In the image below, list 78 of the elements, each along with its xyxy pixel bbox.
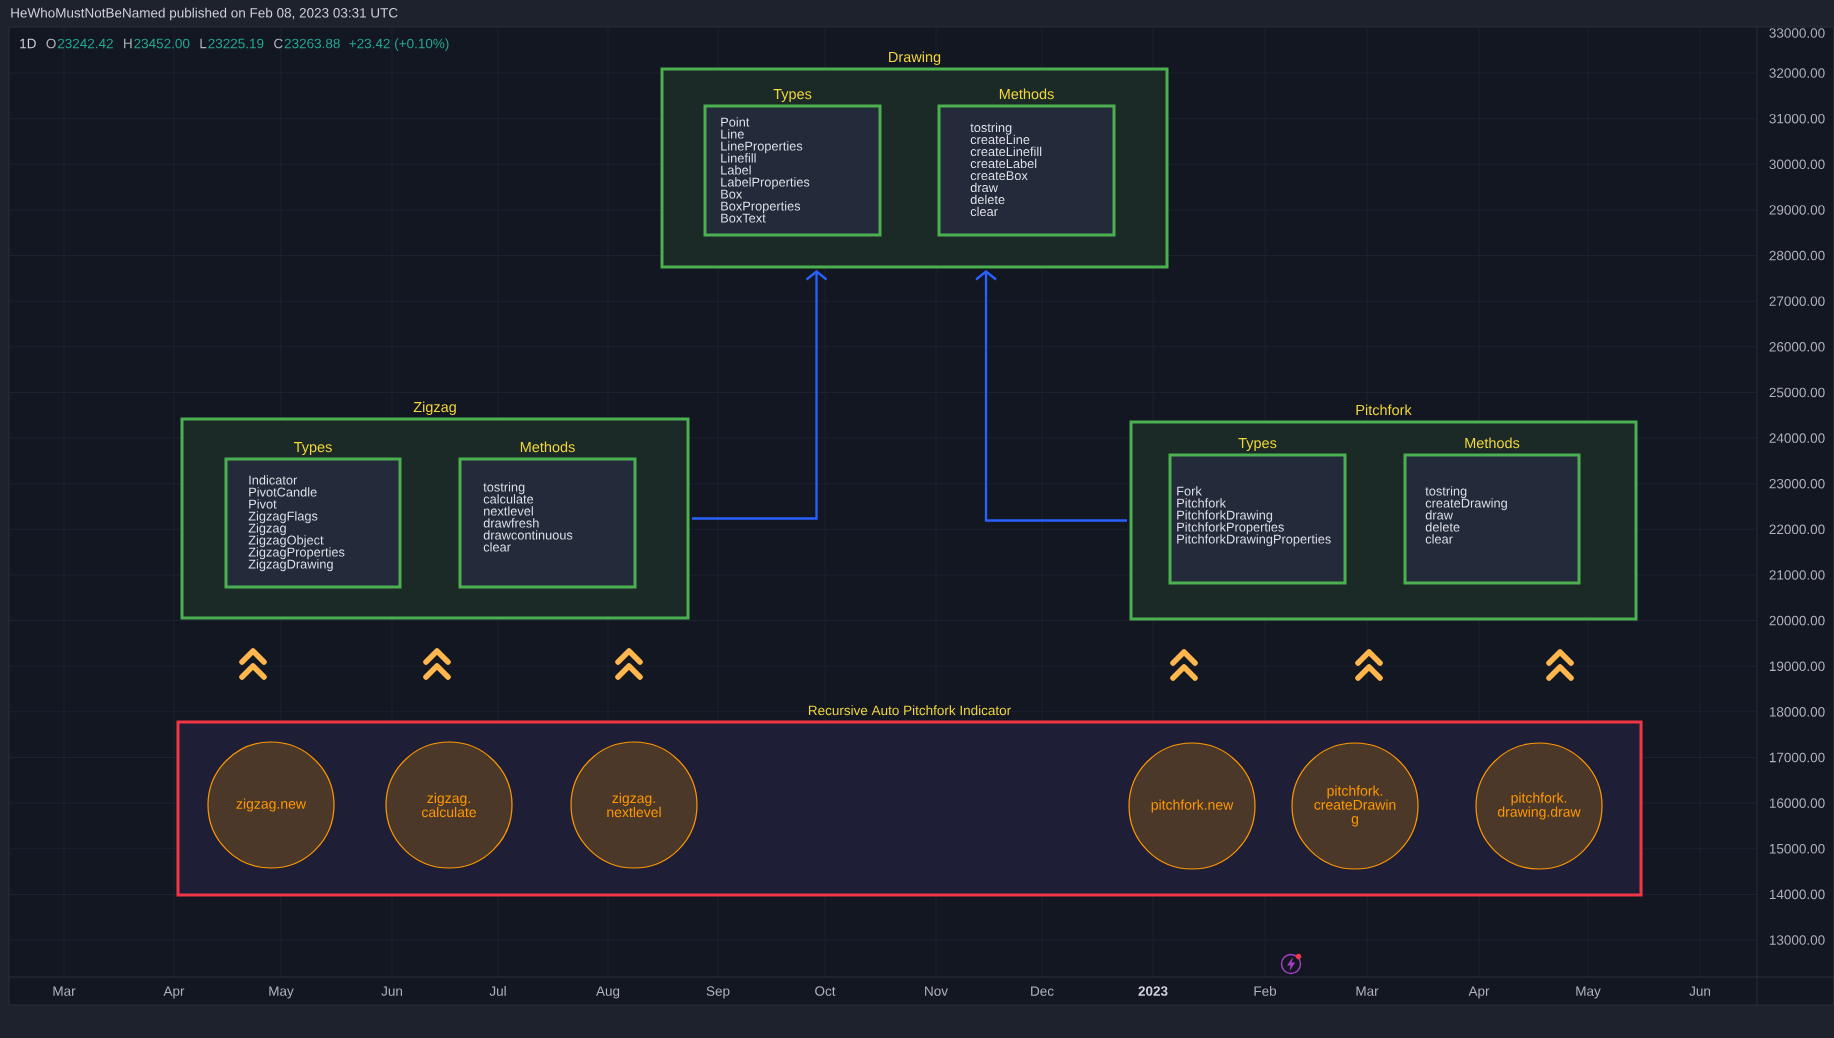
node-label: Types: [773, 89, 812, 103]
node-label: Types: [293, 442, 332, 456]
axis-label: 16000.00: [1769, 798, 1825, 808]
ticker-text: L: [200, 38, 207, 49]
ticker-text: 23452.00: [134, 38, 190, 49]
arrow: [975, 270, 1127, 522]
ticker-text: O: [46, 38, 56, 49]
axis-label: Sep: [706, 986, 730, 999]
axis-label: 32000.00: [1769, 68, 1825, 78]
list-box: Methods tostring calculate nextlevel drawfresh drawcontinuous clear: [458, 441, 637, 589]
axis-label: 21000.00: [1769, 570, 1825, 580]
node-label: Types: [1238, 438, 1277, 452]
circle-node: zigzag. calculate: [385, 741, 513, 869]
ticker-text: 23263.88: [284, 38, 340, 49]
axis-label: May: [269, 986, 294, 999]
axis-label: 13000.00: [1769, 935, 1825, 945]
axis-label: Jun: [381, 986, 402, 996]
list-box: Methods tostring createLine createLinefill createLabel createBox draw delete clear: [937, 88, 1116, 237]
list-box: Types Indicator PivotCandle Pivot ZigzagFlags Zigzag ZigzagObject ZigzagProperties ZigzagDrawing: [224, 442, 402, 589]
axis-label: 15000.00: [1769, 844, 1825, 854]
list-box: Types Fork Pitchfork PitchforkDrawing PitchforkProperties PitchforkDrawingProperties: [1168, 438, 1347, 585]
node-label: Methods: [1465, 437, 1520, 449]
axis-label: 25000.00: [1769, 387, 1825, 398]
axis-label: Feb: [1254, 985, 1277, 996]
chevron-arrow: [1170, 649, 1198, 681]
ticker-text: C: [274, 38, 283, 49]
axis-label: 18000.00: [1769, 707, 1825, 717]
list-box: Methods tostring createDrawing draw delete clear: [1403, 437, 1581, 585]
axis-label: 29000.00: [1769, 205, 1825, 215]
axis-label: Jun: [1689, 986, 1710, 996]
circle-node: zigzag. nextlevel: [570, 741, 698, 869]
chevron-arrow: [1355, 649, 1383, 681]
axis-label: Jul: [489, 985, 506, 996]
circle-node: pitchfork. drawing.draw: [1475, 742, 1603, 870]
header-text: HeWhoMustNotBeNamed published on Feb 08, 2023 03:31 UTC: [11, 7, 398, 21]
axis-label: Mar: [53, 986, 76, 996]
arrow: [692, 270, 828, 520]
axis-label: 19000.00: [1769, 661, 1825, 671]
axis-label: Dec: [1031, 986, 1054, 996]
axis-label: Mar: [1356, 986, 1379, 996]
axis-label: 26000.00: [1769, 342, 1825, 352]
chevron-arrow: [423, 648, 451, 680]
axis-label: 2023: [1138, 986, 1168, 996]
node-label: Drawing: [889, 51, 941, 66]
node-label: Zigzag: [413, 401, 456, 416]
ticker-text: H: [124, 38, 132, 49]
axis-label: 33000.00: [1769, 28, 1825, 38]
ticker-text: 1D: [20, 38, 36, 49]
axis-label: 30000.00: [1769, 159, 1825, 170]
axis-label: 31000.00: [1769, 113, 1825, 124]
circle-node: pitchfork. createDrawin g: [1291, 742, 1419, 870]
node-label: Methods: [999, 88, 1054, 100]
node-label: Pitchfork: [1356, 404, 1412, 416]
chevron-arrow: [239, 648, 267, 680]
axis-label: Nov: [925, 986, 948, 996]
ticker-text: 23242.42: [57, 38, 113, 49]
circle-node: pitchfork.new: [1128, 742, 1256, 870]
axis-label: 23000.00: [1769, 478, 1825, 489]
axis-label: 27000.00: [1769, 296, 1825, 306]
axis-label: 24000.00: [1769, 433, 1825, 443]
node-label: Recursive Auto Pitchfork Indicator: [808, 705, 1011, 716]
axis-label: Apr: [1468, 986, 1490, 999]
chevron-arrow: [615, 648, 643, 680]
axis-label: May: [1576, 986, 1601, 999]
chevron-arrow: [1546, 649, 1574, 681]
axis-label: Aug: [596, 986, 620, 999]
circle-node: zigzag.new: [207, 741, 335, 869]
ticker-text: 23225.19: [208, 38, 264, 49]
axis-label: 20000.00: [1769, 615, 1825, 626]
axis-label: 17000.00: [1769, 752, 1825, 763]
axis-label: Apr: [163, 986, 185, 999]
ticker-text: +23.42 (+0.10%): [349, 38, 449, 51]
axis-label: 14000.00: [1769, 889, 1825, 900]
node-label: Methods: [520, 441, 575, 453]
axis-label: 28000.00: [1769, 250, 1825, 261]
axis-label: Oct: [815, 986, 836, 996]
axis-label: 22000.00: [1769, 524, 1825, 535]
list-box: Types Point Line LineProperties Linefill Label LabelProperties Box BoxProperties BoxText: [703, 89, 882, 237]
